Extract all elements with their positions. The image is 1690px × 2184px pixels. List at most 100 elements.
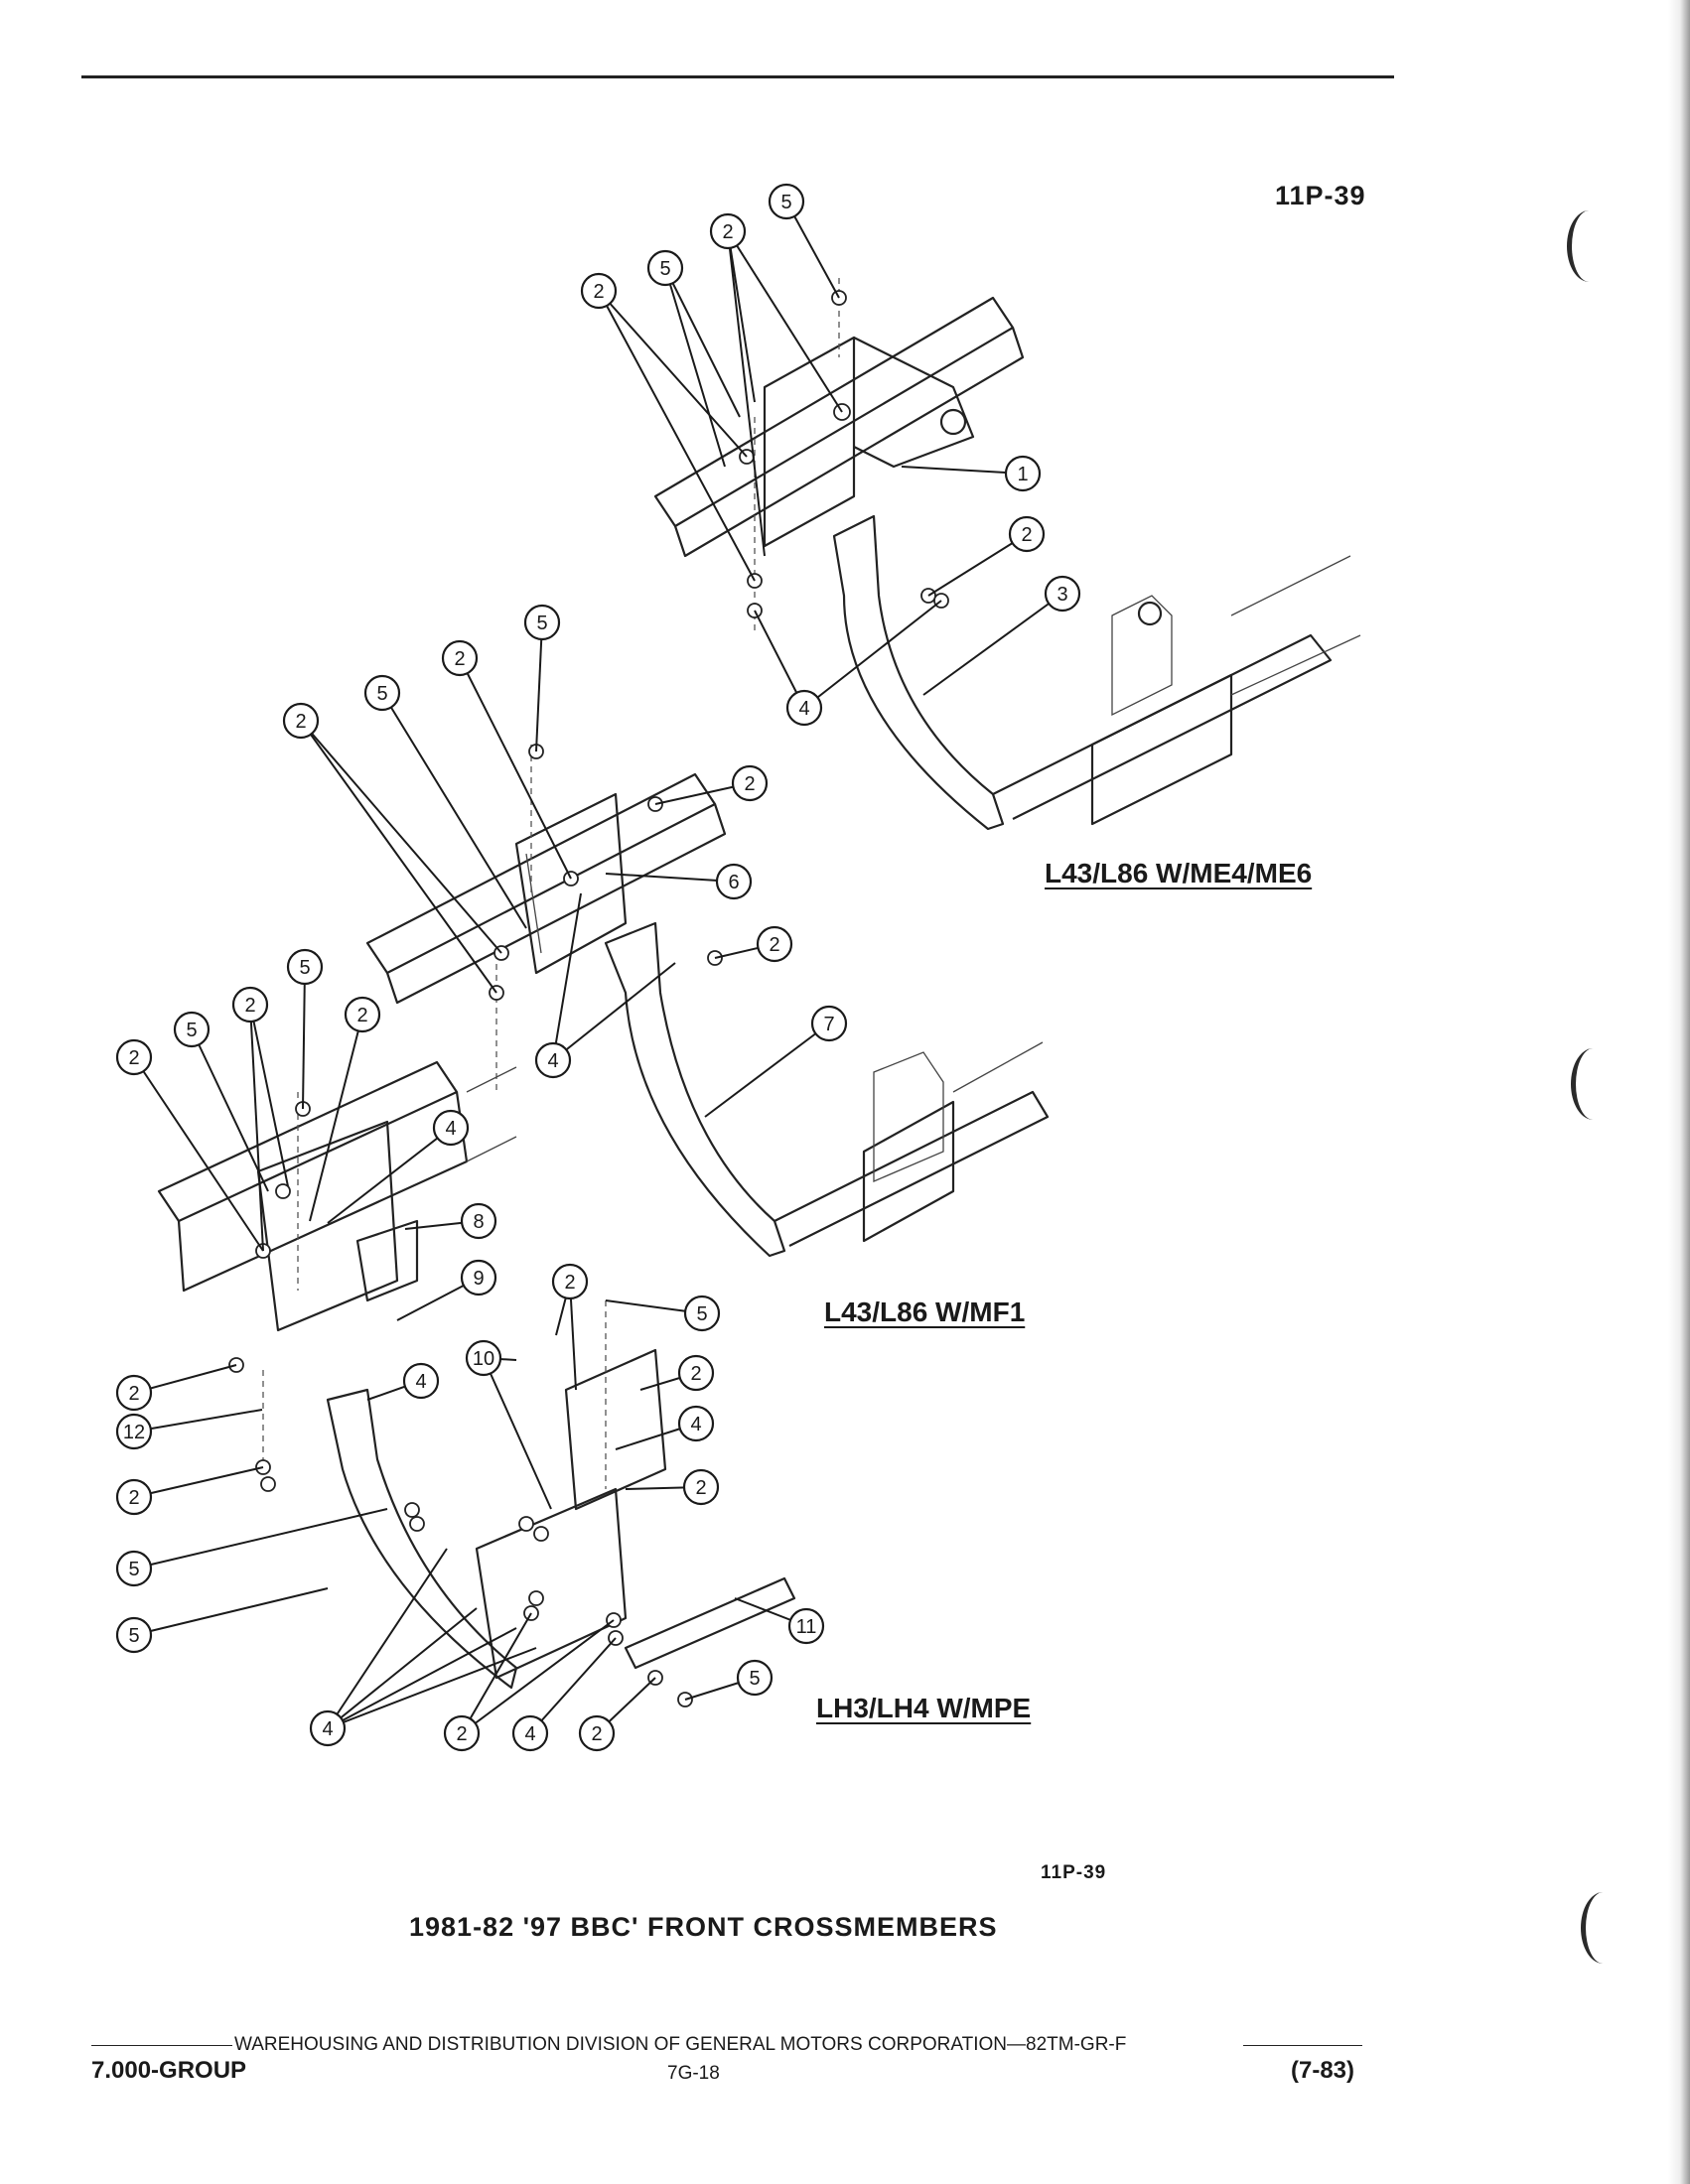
footer-rule-left [91, 2045, 232, 2046]
footer-page-number: 7G-18 [667, 2063, 720, 2084]
callout-leader-line [133, 1466, 264, 1498]
callout-middle-2: 5 [363, 674, 401, 712]
callout-number: 2 [128, 1047, 139, 1069]
section-label-me4-me6: L43/L86 W/ME4/ME6 [1045, 858, 1313, 888]
callout-bottom-15: 5 [115, 1616, 153, 1654]
callout-leader-line [785, 201, 840, 299]
callout-middle-0: 5 [523, 604, 561, 641]
callout-middle-7: 7 [810, 1005, 848, 1042]
callout-middle-8: 4 [534, 1041, 572, 1079]
callout-number: 2 [1021, 524, 1032, 546]
callout-number: 4 [547, 1050, 558, 1072]
callout-number: 4 [445, 1118, 456, 1140]
punch-hole-bottom [1581, 1892, 1625, 1964]
callout-number: 4 [415, 1371, 426, 1393]
callout-leader-line [133, 1587, 329, 1636]
callout-number: 2 [593, 281, 604, 303]
callout-number: 10 [473, 1348, 494, 1370]
callout-number: 2 [244, 995, 255, 1017]
callout-leader-line [754, 610, 805, 709]
callout-leader-line [133, 1508, 388, 1570]
callout-number: 2 [591, 1723, 602, 1745]
callout-middle-6: 2 [756, 925, 793, 963]
callout-leader-line [249, 1004, 289, 1187]
assembly-middle [365, 744, 1050, 1258]
callout-leader-line [300, 720, 502, 954]
callout-number: 2 [744, 773, 755, 795]
callout-number: 4 [798, 698, 809, 720]
callout-number: 5 [749, 1668, 760, 1690]
footer-date: (7-83) [1291, 2057, 1355, 2084]
callout-number: 2 [564, 1272, 575, 1294]
callout-number: 11 [796, 1616, 817, 1638]
header-rule [81, 75, 1394, 78]
callout-number: 5 [128, 1559, 139, 1580]
callout-bottom-11: 2 [115, 1374, 153, 1412]
callout-number: 5 [536, 613, 547, 634]
callout-leader-line [459, 657, 572, 880]
callout-bottom-13: 2 [115, 1478, 153, 1516]
callout-middle-5: 6 [715, 863, 753, 900]
callout-top-4: 1 [1004, 455, 1042, 492]
assembly-top [653, 278, 1361, 831]
callout-number: 5 [186, 1020, 197, 1041]
callout-leader-line [664, 267, 741, 418]
callout-top-7: 4 [785, 689, 823, 727]
callout-leader-line [327, 1548, 448, 1729]
callout-number: 2 [690, 1363, 701, 1385]
callout-leader-line [727, 230, 843, 413]
callout-bottom-9: 2 [551, 1263, 589, 1300]
callout-number: 5 [299, 957, 310, 979]
callout-leader-line [664, 267, 726, 468]
callout-middle-3: 2 [282, 702, 320, 740]
callout-leader-line [133, 1409, 263, 1433]
callout-leader-line [249, 1004, 264, 1252]
callout-leader-line [535, 621, 543, 752]
callout-leader-line [302, 966, 306, 1110]
callout-leader-line [552, 892, 582, 1061]
figure-caption: 1981-82 '97 BBC' FRONT CROSSMEMBERS [409, 1912, 998, 1942]
callout-leader-line [704, 1023, 830, 1118]
callout-bottom-18: 4 [677, 1405, 715, 1442]
callout-bottom-21: 5 [736, 1659, 774, 1697]
callout-number: 1 [1017, 464, 1028, 485]
callout-number: 2 [456, 1723, 467, 1745]
callout-number: 5 [696, 1303, 707, 1325]
callout-leader-line [927, 533, 1028, 597]
callout-number: 2 [128, 1383, 139, 1405]
callout-number: 5 [659, 258, 670, 280]
callout-number: 5 [376, 683, 387, 705]
callout-leader-line [727, 230, 766, 557]
callout-bottom-23: 2 [443, 1714, 481, 1752]
callout-number: 8 [473, 1211, 484, 1233]
callout-top-2: 5 [646, 249, 684, 287]
callout-leader-line [300, 720, 497, 994]
callout-bottom-25: 2 [578, 1714, 616, 1752]
callout-leader-line [922, 593, 1063, 696]
callout-leader-line [529, 1637, 617, 1734]
callout-bottom-4: 2 [115, 1038, 153, 1076]
callout-number: 4 [322, 1718, 333, 1740]
callout-number: 2 [356, 1005, 367, 1026]
footer-rule-right [1243, 2045, 1362, 2046]
callout-bottom-6: 8 [460, 1202, 497, 1240]
footer-division-text: WAREHOUSING AND DISTRIBUTION DIVISION OF… [234, 2034, 1127, 2055]
callout-leader-line [483, 1357, 552, 1510]
callout-number: 2 [128, 1487, 139, 1509]
callout-leader-line [309, 1014, 363, 1222]
callout-leader-line [327, 1607, 478, 1729]
punch-hole-top [1567, 210, 1612, 282]
callout-leader-line [133, 1056, 264, 1252]
callout-bottom-16: 10 [465, 1339, 502, 1377]
callout-number: 5 [128, 1625, 139, 1647]
callout-leader-line [327, 1647, 537, 1729]
punch-hole-middle [1571, 1048, 1616, 1120]
callout-leader-line [327, 1627, 517, 1729]
callout-bottom-14: 5 [115, 1550, 153, 1587]
callout-leader-line [461, 1619, 615, 1734]
callout-top-1: 2 [709, 212, 747, 250]
callout-leader-line [381, 692, 527, 929]
callout-bottom-3: 5 [173, 1011, 211, 1048]
callout-leader-line [605, 873, 735, 883]
